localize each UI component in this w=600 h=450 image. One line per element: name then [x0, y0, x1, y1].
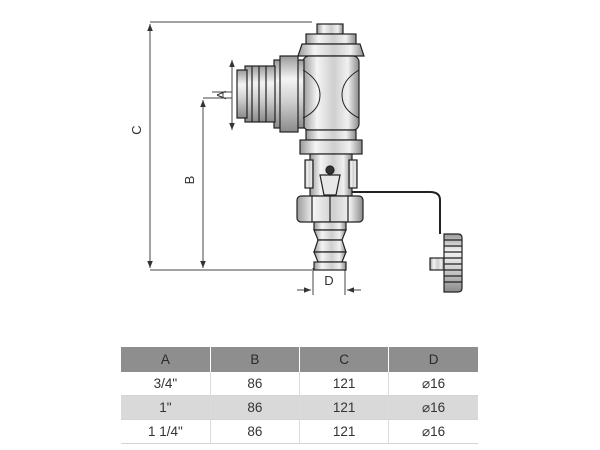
table-header-c: C: [298, 347, 389, 372]
table-row: 3/4" 86 121 ⌀16: [121, 372, 478, 396]
dimension-label-d: D: [324, 273, 333, 288]
table-cell: 86: [209, 419, 300, 444]
table-cell: 1": [121, 395, 211, 420]
table-cell: 86: [209, 395, 300, 420]
dimension-label-b: B: [182, 176, 197, 185]
table-row: 1" 86 121 ⌀16: [121, 395, 478, 420]
table-cell: ⌀16: [388, 372, 478, 396]
dimension-b: [200, 97, 312, 271]
table-header-row: A B C D: [121, 347, 478, 372]
dimension-label-c: C: [129, 125, 144, 134]
valve-technical-drawing: C B A D: [129, 21, 463, 295]
table-cell: 86: [209, 372, 300, 396]
lever-handle: [352, 191, 441, 234]
hose-cap: [429, 233, 463, 293]
table-cell: ⌀16: [388, 395, 478, 420]
table-cell: ⌀16: [388, 419, 478, 444]
table-cell: 121: [298, 395, 389, 420]
table-cell: 1 1/4": [121, 419, 211, 444]
table-row: 1 1/4" 86 121 ⌀16: [121, 419, 478, 444]
table-cell: 121: [298, 419, 389, 444]
table-header-d: D: [388, 347, 478, 372]
dimension-label-a: A: [214, 90, 229, 99]
dimension-d: [297, 268, 361, 295]
table-cell: 3/4": [121, 372, 211, 396]
dimension-a: [212, 60, 235, 130]
table-header-b: B: [209, 347, 300, 372]
valve-body: [236, 23, 365, 271]
table-header-a: A: [121, 347, 211, 372]
table-cell: 121: [298, 372, 389, 396]
dimension-table: A B C D 3/4" 86 121 ⌀16 1" 86 121 ⌀16 1 …: [121, 347, 478, 444]
